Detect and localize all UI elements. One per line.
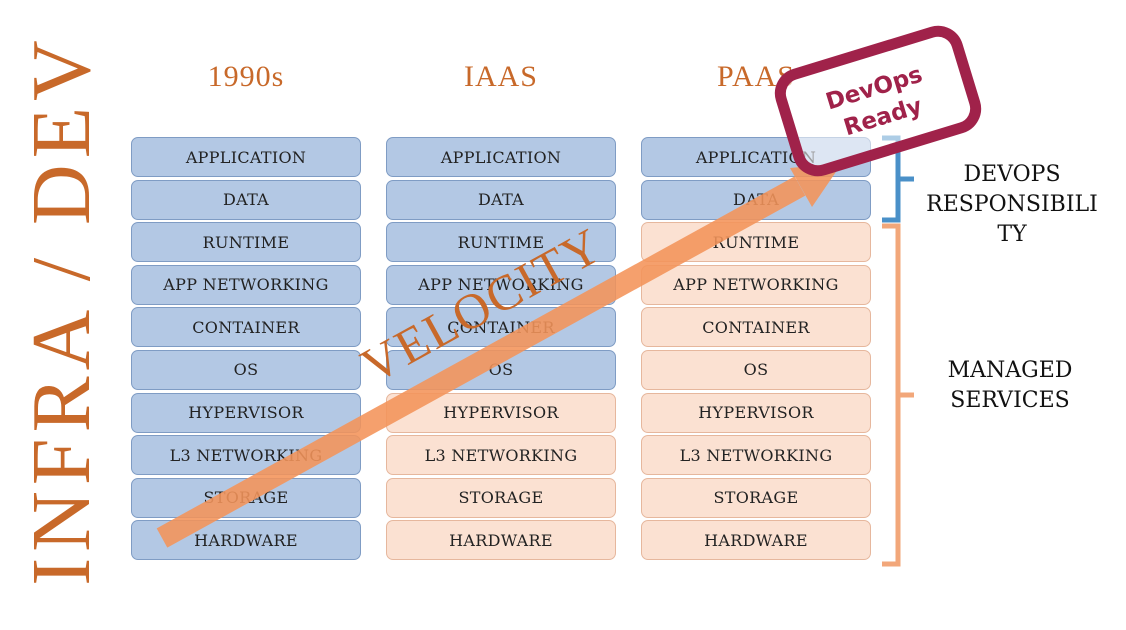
managed-label-line2: SERVICES: [950, 388, 1070, 413]
layer-container: CONTAINER: [641, 307, 871, 348]
managed-bracket: [882, 223, 914, 567]
devops-responsibility-label: DEVOPS RESPONSIBILI TY: [912, 160, 1112, 250]
column-heading-iaas: IAAS: [463, 60, 538, 93]
layer-hardware: HARDWARE: [386, 520, 616, 561]
managed-label-line1: MANAGED: [947, 358, 1073, 383]
column-heading-1990s: 1990s: [207, 60, 285, 93]
layer-l3-networking: L3 NETWORKING: [641, 435, 871, 476]
layer-l3-networking: L3 NETWORKING: [386, 435, 616, 476]
managed-services-label: MANAGED SERVICES: [920, 356, 1100, 416]
stamp-border: [774, 25, 982, 177]
layer-storage: STORAGE: [641, 477, 871, 518]
devops-label-line2: RESPONSIBILI: [926, 192, 1098, 217]
devops-label-line1: DEVOPS: [963, 162, 1061, 187]
layer-container: CONTAINER: [131, 307, 361, 348]
layer-hypervisor: HYPERVISOR: [131, 392, 361, 433]
layer-application: APPLICATION: [386, 137, 616, 177]
layer-os: OS: [641, 349, 871, 390]
layer-hypervisor: HYPERVISOR: [386, 392, 616, 433]
layer-data: DATA: [386, 179, 616, 220]
layer-runtime: RUNTIME: [131, 222, 361, 263]
layer-app-networking: APP NETWORKING: [131, 264, 361, 305]
layer-runtime: RUNTIME: [386, 222, 616, 263]
layer-storage: STORAGE: [386, 477, 616, 518]
velocity-arrow-shaft: [156, 176, 806, 548]
layer-app-networking: APP NETWORKING: [641, 264, 871, 305]
layer-hardware: HARDWARE: [641, 520, 871, 561]
devops-label-line3: TY: [997, 222, 1027, 247]
layer-hypervisor: HYPERVISOR: [641, 392, 871, 433]
layer-os: OS: [131, 349, 361, 390]
velocity-arrow: [156, 163, 842, 548]
devops-ready-stamp: DevOps Ready: [774, 25, 982, 177]
layer-data: DATA: [131, 179, 361, 220]
layer-application: APPLICATION: [131, 137, 361, 177]
